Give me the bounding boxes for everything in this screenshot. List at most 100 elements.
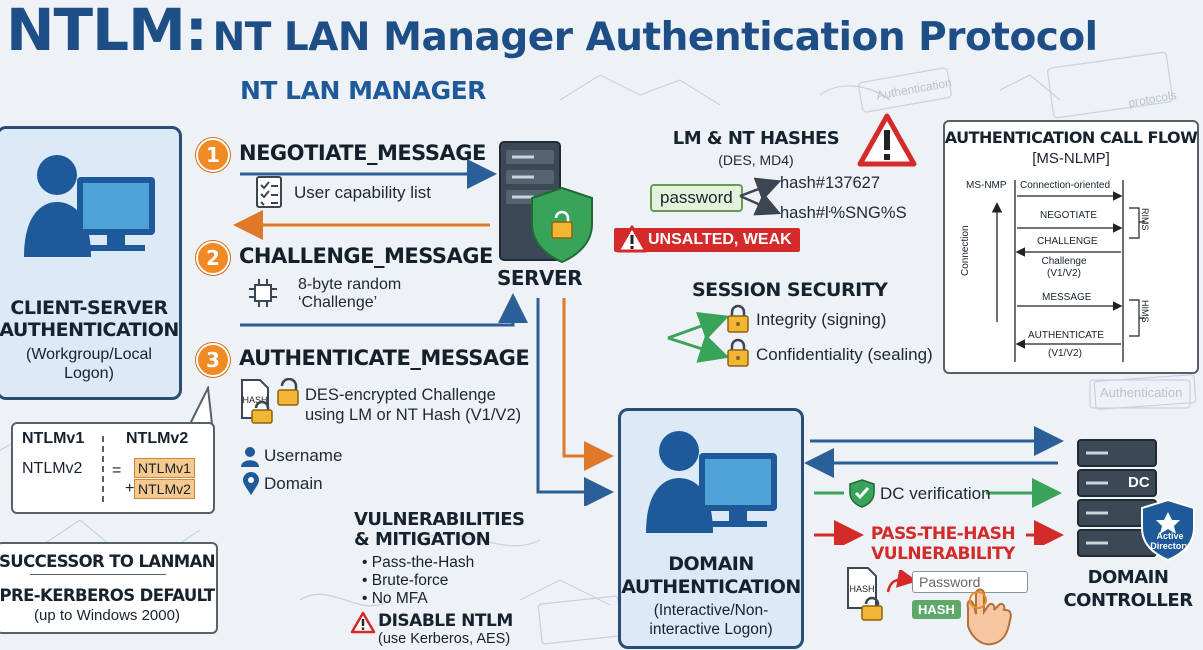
vulns-title-line1: VULNERABILITIES <box>354 509 525 530</box>
client-title-line1: CLIENT-SERVER <box>10 297 168 319</box>
step-2-desc-line1: 8-byte random <box>298 276 402 293</box>
hash-value-1: hash#137627 <box>780 174 881 192</box>
callflow-authenticate-sub: (V1/V2) <box>1048 348 1082 359</box>
password-field: password <box>650 184 743 212</box>
ntlm-version-divider <box>102 436 104 502</box>
domain-auth-panel: DOMAIN AUTHENTICATION (Interactive/Non- … <box>618 408 804 649</box>
vulns-item: • Brute-force <box>362 572 449 589</box>
domain-auth-title-line2: AUTHENTICATION <box>621 576 801 598</box>
vulns-item-text: No MFA <box>371 590 428 607</box>
ntlm-version-row-label: NTLMv2 <box>22 460 83 477</box>
callflow-challenge: CHALLENGE <box>1037 236 1098 247</box>
dc-tag: DC <box>1128 474 1150 491</box>
hash-file-label: HASH <box>242 395 267 405</box>
dc-label-line2: CONTROLLER <box>1063 590 1193 611</box>
warning-small-icon <box>616 225 648 253</box>
step-2-desc-line2: ‘Challenge’ <box>298 294 378 311</box>
hash-file-lock-icon: HASH <box>241 378 299 424</box>
pth-line2: VULNERABILITY <box>871 544 1015 564</box>
callflow-diagram <box>991 180 1145 362</box>
hash-arrows <box>739 177 782 216</box>
location-pin-icon <box>243 472 259 495</box>
successor-line2: PRE-KERBEROS DEFAULT <box>0 586 215 605</box>
vulns-item: • No MFA <box>362 590 428 607</box>
page-title: NTLM: NT LAN Manager Authentication Prot… <box>6 0 1098 64</box>
step-2-title: CHALLENGE_MESSAGE <box>239 244 493 268</box>
ntlm-version-plus: + <box>125 480 135 497</box>
step-3-title: AUTHENTICATE_MESSAGE <box>239 346 530 370</box>
user-computer-icon <box>646 431 777 533</box>
step-2-number: 2 <box>196 241 230 275</box>
callflow-negotiate: NEGOTIATE <box>1040 210 1098 221</box>
user-computer-icon <box>24 155 155 257</box>
title-rest: NT LAN Manager Authentication Protocol <box>212 15 1098 60</box>
server-icon <box>499 141 593 264</box>
shield-check-icon <box>849 479 875 508</box>
warning-small-icon <box>350 611 376 634</box>
successor-divider <box>30 574 166 575</box>
vulns-disable: DISABLE NTLM <box>378 611 513 631</box>
callflow-side-label-2: HIMS <box>1140 300 1150 323</box>
callflow-subtitle: [MS-NLMP] <box>1032 150 1110 167</box>
client-server-arrows <box>233 159 528 327</box>
vulns-title-line2: & MITIGATION <box>354 529 491 550</box>
session-arrows <box>667 311 730 363</box>
pth-file-label: HASH <box>849 584 874 594</box>
ntlm-v2-tag: NTLMv2 <box>134 479 195 499</box>
pth-line1: PASS-THE-HASH <box>870 524 1016 544</box>
user-icon <box>241 447 259 467</box>
vulns-item: • Pass-the-Hash <box>362 554 475 571</box>
ntlm-v1-tag: NTLMv1 <box>134 458 195 478</box>
client-title-line2: AUTHENTICATION <box>0 319 179 341</box>
step-3-desc-line1: DES-encrypted Challenge <box>305 386 496 404</box>
domain-auth-title-line1: DOMAIN <box>668 553 754 575</box>
callflow-authenticate: AUTHENTICATE <box>1028 330 1104 341</box>
vulns-item-text: Brute-force <box>371 572 449 589</box>
checklist-icon <box>256 176 282 208</box>
sketch-text: Authentication <box>1100 385 1183 400</box>
callflow-side-label-1: RIMS <box>1140 208 1150 231</box>
callflow-vertical-label: Connection <box>960 225 971 276</box>
client-sub-line2: Logon) <box>64 365 114 382</box>
hashes-title: LM & NT HASHES <box>672 128 840 149</box>
dc-arrows <box>804 426 1064 545</box>
pointing-hand-icon <box>966 588 1012 646</box>
dc-verification-label: DC verification <box>880 484 991 503</box>
warning-icon <box>857 113 917 167</box>
step-1-number: 1 <box>196 138 230 172</box>
server-label: SERVER <box>497 266 583 290</box>
session-confidentiality: Confidentiality (sealing) <box>756 345 933 364</box>
page-subtitle: NT LAN MANAGER <box>240 76 486 105</box>
callflow-message: MESSAGE <box>1042 292 1092 303</box>
chip-icon <box>249 279 277 307</box>
callflow-left-label: MS-NMP <box>966 180 1007 191</box>
unsalted-warning-text: UNSALTED, WEAK <box>648 231 792 248</box>
domain-auth-sub-line1: (Interactive/Non- <box>653 602 769 619</box>
step-3-desc-line2: using LM or NT Hash (V1/V2) <box>305 406 522 424</box>
callflow-challenge-sub2: (V1/V2) <box>1047 268 1081 279</box>
pth-hash-tag: HASH <box>912 600 961 619</box>
vulns-disable-sub: (use Kerberos, AES) <box>378 631 511 647</box>
lock-icon <box>727 304 749 333</box>
callflow-panel <box>943 120 1199 374</box>
unsalted-warning-banner: UNSALTED, WEAK <box>614 228 800 252</box>
successor-box <box>0 542 218 634</box>
successor-line1: SUCCESSOR TO LANMAN <box>0 552 216 571</box>
step-1-title: NEGOTIATE_MESSAGE <box>239 141 486 165</box>
session-integrity: Integrity (signing) <box>756 310 887 329</box>
step-3-number: 3 <box>196 343 230 377</box>
curved-arrow <box>886 570 916 593</box>
ad-line1: Active <box>1156 531 1184 541</box>
hashes-subtitle: (DES, MD4) <box>718 152 794 168</box>
ntlm-version-eq: = <box>112 462 122 479</box>
callflow-title: AUTHENTICATION CALL FLOW <box>944 128 1198 147</box>
successor-line3: (up to Windows 2000) <box>34 607 180 624</box>
callflow-challenge-sub1: Challenge <box>1041 256 1087 267</box>
hash-value-2: hash#ŀ%SNG%S <box>780 204 907 222</box>
vulns-list: • Pass-the-Hash • Brute-force • No MFA <box>362 554 474 608</box>
password-input: Password <box>912 571 1028 593</box>
domain-auth-sub-line2: interactive Logon) <box>649 621 773 638</box>
session-title: SESSION SECURITY <box>692 279 888 301</box>
client-panel: CLIENT-SERVER AUTHENTICATION (Workgroup/… <box>0 126 182 400</box>
ntlm-version-col1: NTLMv1 <box>22 430 85 447</box>
